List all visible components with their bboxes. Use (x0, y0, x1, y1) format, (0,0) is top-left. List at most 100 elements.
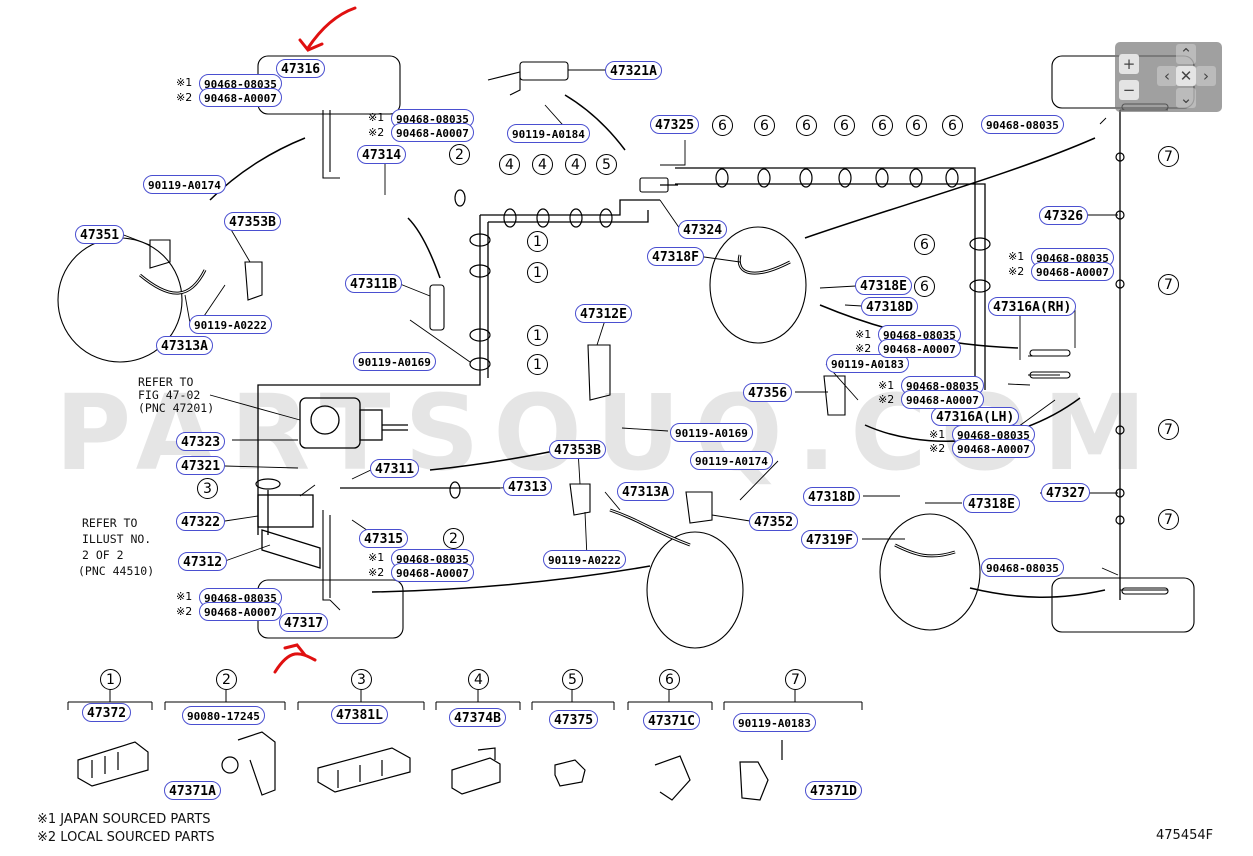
part-label-90119-A0184[interactable]: 90119-A0184 (507, 124, 590, 143)
legend-part-47371C[interactable]: 47371C (643, 711, 700, 730)
pan-right-button[interactable]: › (1196, 66, 1216, 86)
callout-1: 1 (527, 262, 548, 283)
callout-6: 6 (834, 115, 855, 136)
part-label-90119-A0222-left[interactable]: 90119-A0222 (189, 315, 272, 334)
legend-callout-7: 7 (785, 669, 806, 690)
part-label-47325[interactable]: 47325 (650, 115, 700, 134)
part-label-47313A-left[interactable]: 47313A (156, 336, 213, 355)
legend-part-90119-A0183[interactable]: 90119-A0183 (733, 713, 816, 732)
part-label-90119-A0174-mid[interactable]: 90119-A0174 (690, 451, 773, 470)
callout-7: 7 (1158, 419, 1179, 440)
part-label-47352[interactable]: 47352 (749, 512, 799, 531)
part-label-47318E-bottom[interactable]: 47318E (963, 494, 1020, 513)
part-label-47312[interactable]: 47312 (178, 552, 228, 571)
legend-part-47374B[interactable]: 47374B (449, 708, 506, 727)
part-label-47323[interactable]: 47323 (176, 432, 226, 451)
part-label-47351[interactable]: 47351 (75, 225, 125, 244)
footnote-japan-sourced: ※1 JAPAN SOURCED PARTS (37, 812, 211, 827)
legend-part-47372[interactable]: 47372 (82, 703, 132, 722)
mark-japan: ※1 (855, 328, 872, 341)
callout-6: 6 (914, 234, 935, 255)
red-arrow-bottom (273, 652, 317, 674)
wheel-ellipse-rl (879, 513, 981, 631)
wheel-ellipse-rr (709, 226, 807, 344)
zoom-in-button[interactable]: + (1119, 54, 1139, 74)
part-label-47318E-top[interactable]: 47318E (855, 276, 912, 295)
legend-part-47375[interactable]: 47375 (549, 710, 599, 729)
callout-5: 5 (596, 154, 617, 175)
mark-japan: ※1 (368, 551, 385, 564)
part-label-47316[interactable]: 47316 (276, 59, 326, 78)
callout-2: 2 (449, 144, 470, 165)
part-label-90468-A0007-47316[interactable]: 90468-A0007 (199, 88, 282, 107)
mark-japan: ※1 (176, 76, 193, 89)
part-label-47319F[interactable]: 47319F (801, 530, 858, 549)
part-label-47315[interactable]: 47315 (359, 529, 409, 548)
part-label-90119-A0169-mid[interactable]: 90119-A0169 (670, 423, 753, 442)
part-label-90468-A0007-47315[interactable]: 90468-A0007 (391, 563, 474, 582)
part-label-47318D-top[interactable]: 47318D (861, 297, 918, 316)
note-refer-illust-line3: 2 OF 2 (82, 548, 124, 562)
part-label-90119-A0183[interactable]: 90119-A0183 (826, 354, 909, 373)
note-refer-illust-line4: (PNC 44510) (78, 564, 155, 578)
part-label-47313[interactable]: 47313 (503, 477, 553, 496)
legend-part-90080-17245[interactable]: 90080-17245 (182, 706, 265, 725)
legend-part-47371D[interactable]: 47371D (805, 781, 862, 800)
part-label-90119-A0169-left[interactable]: 90119-A0169 (353, 352, 436, 371)
part-label-47316A-RH[interactable]: 47316A(RH) (988, 297, 1077, 316)
zoom-out-button[interactable]: − (1119, 80, 1139, 100)
part-label-90468-A0007-lh-b[interactable]: 90468-A0007 (952, 439, 1035, 458)
part-label-47317[interactable]: 47317 (279, 613, 329, 632)
legend-part-47381L[interactable]: 47381L (331, 705, 388, 724)
callout-3: 3 (197, 478, 218, 499)
part-label-47326[interactable]: 47326 (1039, 206, 1089, 225)
mark-japan: ※1 (929, 428, 946, 441)
part-label-90468-A0007-lh-a[interactable]: 90468-A0007 (901, 390, 984, 409)
legend-part-47371A[interactable]: 47371A (164, 781, 221, 800)
callout-2: 2 (443, 528, 464, 549)
part-label-47353B-mid[interactable]: 47353B (549, 440, 606, 459)
part-label-47322[interactable]: 47322 (176, 512, 226, 531)
note-refer-illust-line2: ILLUST NO. (82, 532, 152, 546)
legend-callout-3: 3 (351, 669, 372, 690)
part-label-90468-08035-top-right[interactable]: 90468-08035 (981, 115, 1064, 134)
part-label-90468-A0007-47314[interactable]: 90468-A0007 (391, 123, 474, 142)
part-label-47311[interactable]: 47311 (370, 459, 420, 478)
part-label-47321[interactable]: 47321 (176, 456, 226, 475)
mark-japan: ※1 (368, 111, 385, 124)
part-label-90119-A0222-mid[interactable]: 90119-A0222 (543, 550, 626, 569)
callout-4: 4 (499, 154, 520, 175)
part-label-47318D-bottom[interactable]: 47318D (803, 487, 860, 506)
pan-down-button[interactable]: ⌄ (1176, 88, 1196, 108)
part-label-47321A[interactable]: 47321A (605, 61, 662, 80)
pan-left-button[interactable]: ‹ (1157, 66, 1177, 86)
part-label-47314[interactable]: 47314 (357, 145, 407, 164)
legend-callout-1: 1 (100, 669, 121, 690)
part-label-47312E[interactable]: 47312E (575, 304, 632, 323)
part-label-90468-A0007-47317[interactable]: 90468-A0007 (199, 602, 282, 621)
zoom-control: + − ⌃ ‹ ✕ › ⌄ (1115, 42, 1222, 112)
note-refer-illust-line1: REFER TO (82, 516, 138, 530)
part-label-47353B-top[interactable]: 47353B (224, 212, 281, 231)
part-label-47356[interactable]: 47356 (743, 383, 793, 402)
part-label-47311B[interactable]: 47311B (345, 274, 402, 293)
callout-7: 7 (1158, 509, 1179, 530)
callout-1: 1 (527, 325, 548, 346)
part-label-90468-08035-bottom-right[interactable]: 90468-08035 (981, 558, 1064, 577)
part-label-90468-A0007-mid[interactable]: 90468-A0007 (878, 339, 961, 358)
part-label-47327[interactable]: 47327 (1041, 483, 1091, 502)
part-label-47324[interactable]: 47324 (678, 220, 728, 239)
mark-local: ※2 (176, 91, 193, 104)
part-label-47313A-mid[interactable]: 47313A (617, 482, 674, 501)
part-label-90119-A0174-left[interactable]: 90119-A0174 (143, 175, 226, 194)
mark-japan: ※1 (878, 379, 895, 392)
part-label-90468-A0007-rh[interactable]: 90468-A0007 (1031, 262, 1114, 281)
mark-local: ※2 (368, 126, 385, 139)
reset-view-button[interactable]: ✕ (1176, 66, 1196, 86)
pan-up-button[interactable]: ⌃ (1176, 44, 1196, 64)
callout-1: 1 (527, 231, 548, 252)
part-label-47318F[interactable]: 47318F (647, 247, 704, 266)
illustration-code: 475454F (1156, 828, 1214, 843)
